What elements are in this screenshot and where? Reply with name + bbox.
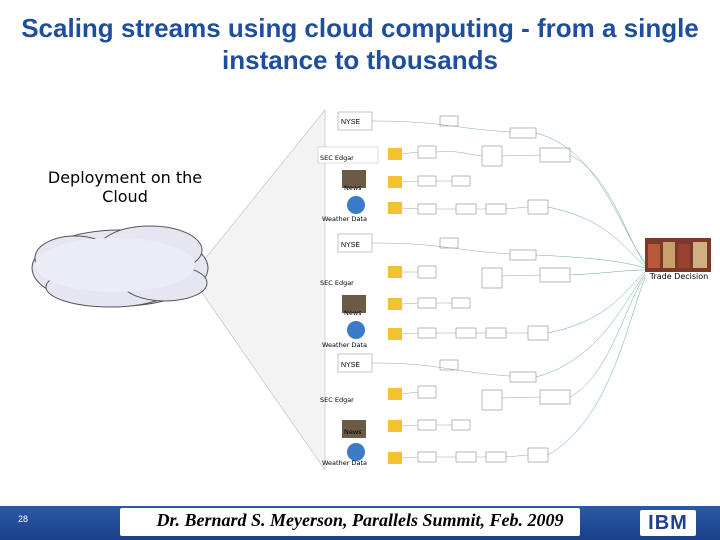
sec-edgar-label: SEC Edgar	[320, 154, 354, 162]
tier-3	[337, 353, 571, 464]
footer-credit: Dr. Bernard S. Meyerson, Parallels Summi…	[156, 510, 564, 530]
cloud-label: Deployment on the Cloud	[47, 168, 203, 206]
convergence-lines	[535, 132, 646, 456]
page-number: 28	[18, 514, 29, 524]
nyse-label: NYSE	[341, 242, 361, 249]
sec-edgar-label: SEC Edgar	[320, 396, 354, 404]
news-label: News	[344, 309, 362, 317]
weather-label: Weather Data	[322, 341, 367, 349]
ibm-logo: IBM	[640, 510, 696, 536]
trade-decision-label: Trade Decision	[649, 272, 709, 281]
tier-1	[317, 111, 571, 215]
news-label: News	[344, 184, 362, 192]
news-image	[342, 295, 366, 313]
weather-icon	[347, 196, 365, 214]
nyse-label: NYSE	[341, 119, 361, 126]
weather-label: Weather Data	[322, 459, 367, 467]
weather-icon	[347, 443, 365, 461]
nyse-label: NYSE	[341, 362, 361, 369]
weather-icon	[347, 321, 365, 339]
news-image	[342, 420, 366, 438]
slide-title: Scaling streams using cloud computing - …	[21, 13, 699, 75]
footer-band	[120, 508, 580, 536]
cloud-cluster	[31, 225, 209, 308]
sec-edgar-label: SEC Edgar	[320, 279, 354, 287]
news-image	[342, 170, 366, 188]
weather-label: Weather Data	[322, 215, 367, 223]
trade-decision-image	[645, 238, 711, 272]
tier-2	[337, 233, 571, 341]
projection-funnel	[199, 109, 326, 471]
news-label: News	[344, 428, 362, 436]
